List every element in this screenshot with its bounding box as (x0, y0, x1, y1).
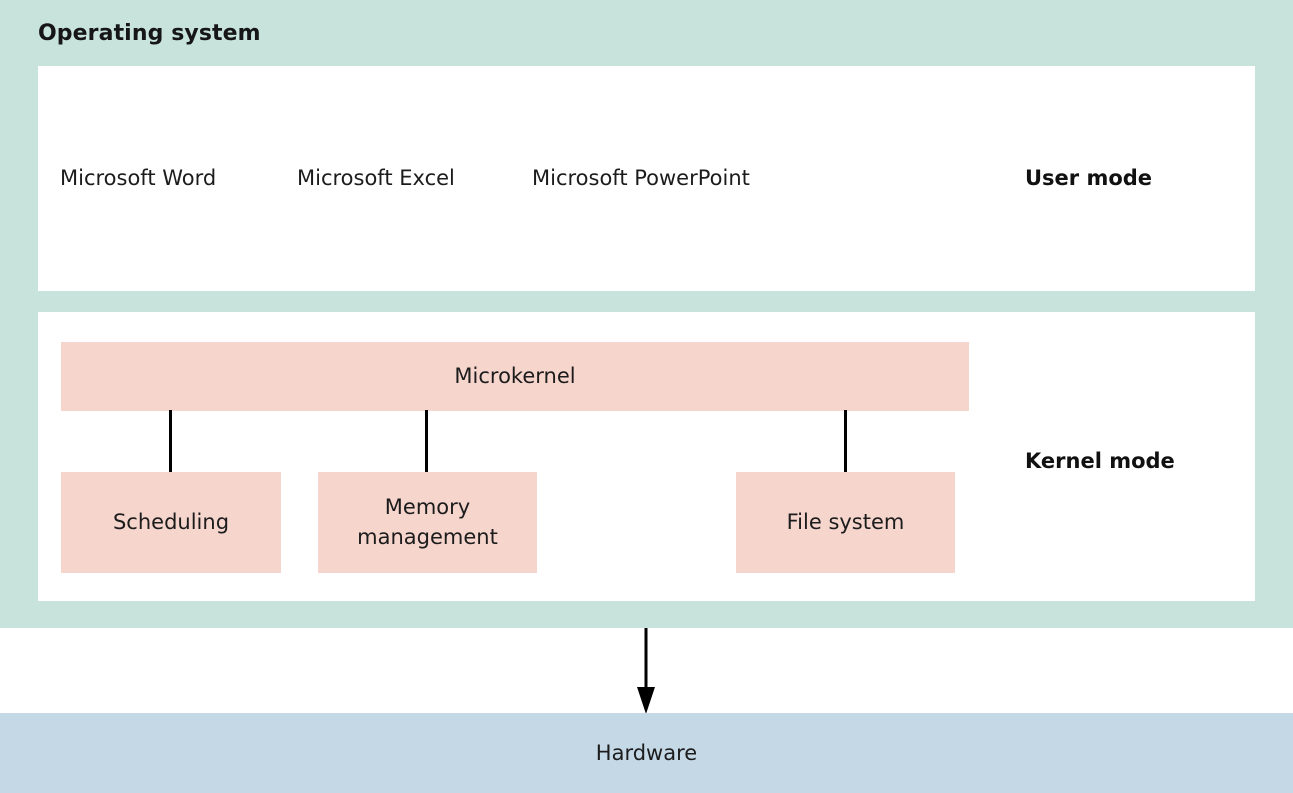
connector-line-file-system (844, 410, 847, 472)
memory-management-box: Memory management (318, 472, 537, 573)
file-system-box: File system (736, 472, 955, 573)
application-label-excel: Microsoft Excel (297, 166, 455, 190)
page-title: Operating system (38, 21, 261, 46)
hardware-label: Hardware (595, 741, 698, 765)
user-mode-label: User mode (1025, 166, 1153, 190)
application-label-word: Microsoft Word (60, 166, 217, 190)
hardware-bar: Hardware (0, 713, 1293, 793)
kernel-to-hardware-arrow (630, 628, 662, 714)
scheduling-box: Scheduling (61, 472, 281, 573)
microkernel-box: Microkernel (61, 342, 969, 411)
user-mode-panel (38, 66, 1255, 291)
connector-line-scheduling (169, 410, 172, 472)
connector-line-memory-management (425, 410, 428, 472)
application-label-powerpoint: Microsoft PowerPoint (532, 166, 750, 190)
kernel-mode-label: Kernel mode (1025, 449, 1175, 473)
